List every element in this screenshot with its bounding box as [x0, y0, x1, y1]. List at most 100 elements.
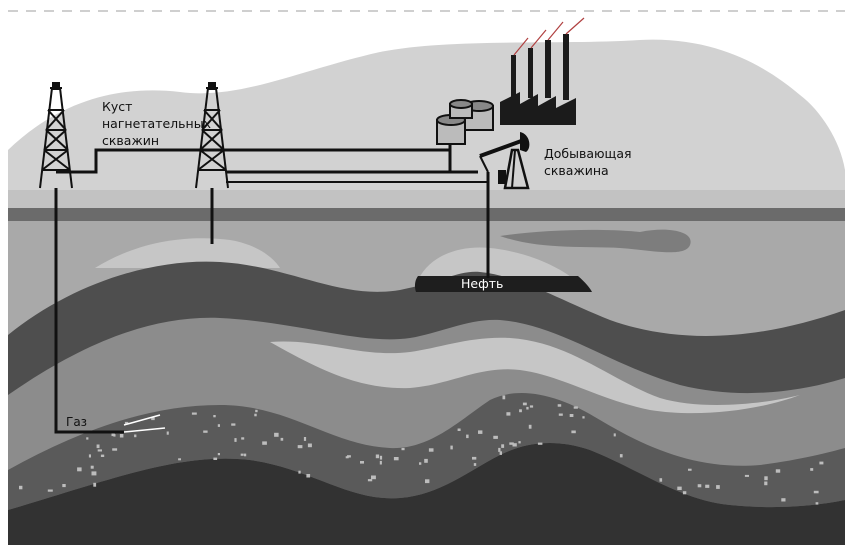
gravel-dot: [775, 469, 781, 473]
gravel-dot: [280, 437, 284, 441]
gravel-dot: [659, 478, 663, 482]
gravel-dot: [62, 484, 66, 488]
gravel-dot: [781, 498, 786, 502]
gravel-dot: [473, 463, 477, 466]
gravel-dot: [573, 406, 578, 409]
gravel-dot: [379, 455, 383, 460]
left-dome-cap: [95, 238, 280, 268]
gravel-dot: [466, 434, 469, 439]
pumpjack-icon: [479, 132, 530, 190]
gravel-dot: [613, 433, 616, 437]
gravel-dot: [231, 423, 236, 426]
gravel-dot: [217, 424, 220, 427]
gravel-dot: [375, 454, 380, 459]
gravel-dot: [401, 447, 405, 451]
gas-plume: [500, 229, 691, 253]
gravel-dot: [425, 479, 430, 484]
gravel-dot: [306, 474, 311, 478]
gravel-dot: [518, 441, 521, 444]
gravel-dot: [688, 468, 692, 471]
gravel-dot: [241, 437, 245, 440]
oil-band: [414, 276, 592, 292]
injection-cluster-label-1: Куст: [102, 99, 132, 114]
gravel-dot: [240, 453, 244, 456]
gravel-dot: [134, 434, 137, 438]
right-dome-cap: [418, 247, 575, 280]
injection-cluster-label-3: скважин: [102, 133, 159, 148]
gravel-dot: [705, 484, 710, 488]
derrick-icon: [195, 82, 229, 189]
gravel-dot: [682, 491, 687, 495]
gravel-dot: [297, 445, 303, 449]
gravel-dot: [502, 395, 506, 400]
gravel-dot: [217, 453, 220, 456]
gravel-dot: [419, 462, 422, 465]
surface-band: [8, 208, 845, 221]
gravel-dot: [303, 437, 307, 441]
pipelines: [54, 130, 490, 434]
gravel-dot: [393, 457, 399, 461]
factory-icon: [500, 17, 585, 125]
gravel-dot: [91, 471, 97, 476]
gravel-dot: [93, 482, 97, 487]
injection-cluster-label-2: нагнетательных: [102, 116, 211, 131]
gravel-dot: [457, 428, 461, 431]
derrick-icon: [39, 82, 73, 189]
hill-silhouette: [8, 39, 845, 192]
smoke: [513, 17, 585, 56]
gravel-dot: [234, 438, 237, 442]
gravel-dot: [499, 451, 502, 455]
gravel-dot: [254, 413, 257, 417]
gravel-dot: [509, 442, 514, 445]
gravel-dot: [819, 461, 824, 465]
left-injection-wellbore: [54, 188, 124, 434]
gravel-dot: [677, 486, 682, 490]
gas-stream-1: [123, 414, 161, 426]
gravel-dot: [124, 421, 129, 425]
gas-label: Газ: [66, 415, 87, 429]
gravel-dot: [111, 432, 115, 437]
gravel-dot: [379, 460, 382, 465]
gravel-dot: [450, 445, 453, 450]
gravel-dot: [298, 470, 301, 474]
gravel-dot: [255, 409, 258, 413]
oil-label: Нефть: [461, 276, 503, 291]
gravel-dot: [151, 417, 155, 421]
gravel-dot: [244, 453, 247, 457]
gas-stream-2: [123, 427, 166, 433]
gravel-dot: [501, 444, 505, 448]
gravel-dot: [88, 454, 91, 458]
gravel-dot: [493, 435, 498, 439]
gravel-dot: [529, 405, 534, 408]
gas-injection-tip: [123, 414, 166, 433]
gravel-dot: [810, 468, 814, 471]
gravel-dot: [213, 415, 216, 418]
gravel-dot: [813, 490, 819, 494]
gravel-dot: [569, 414, 574, 417]
gravel-dot: [428, 448, 434, 452]
gravel-dot: [166, 431, 169, 435]
gravel-dot: [498, 447, 501, 452]
bottom-rock: [8, 443, 845, 545]
gravel-dot: [213, 457, 218, 460]
gravel-dot: [557, 404, 562, 407]
gravel-dot: [112, 448, 118, 451]
gravel-dot: [526, 406, 529, 410]
gravel-dot: [97, 449, 102, 452]
gravel-dot: [86, 437, 89, 440]
gravel-dot: [512, 443, 517, 447]
gravel-dot: [371, 475, 376, 480]
gravel-dot: [262, 441, 267, 445]
gravel-dot: [472, 456, 477, 460]
gravel-dots: [19, 395, 824, 505]
gravel-dot: [764, 476, 768, 481]
gravel-dot: [506, 412, 511, 416]
gravel-dot: [100, 454, 105, 457]
gravel-dot: [96, 444, 100, 449]
production-well-label-1: Добывающая: [544, 146, 632, 161]
gravel-dot: [274, 432, 279, 437]
gravel-dot: [716, 485, 720, 489]
gravel-dot: [528, 424, 532, 429]
gravel-dot: [191, 412, 197, 415]
